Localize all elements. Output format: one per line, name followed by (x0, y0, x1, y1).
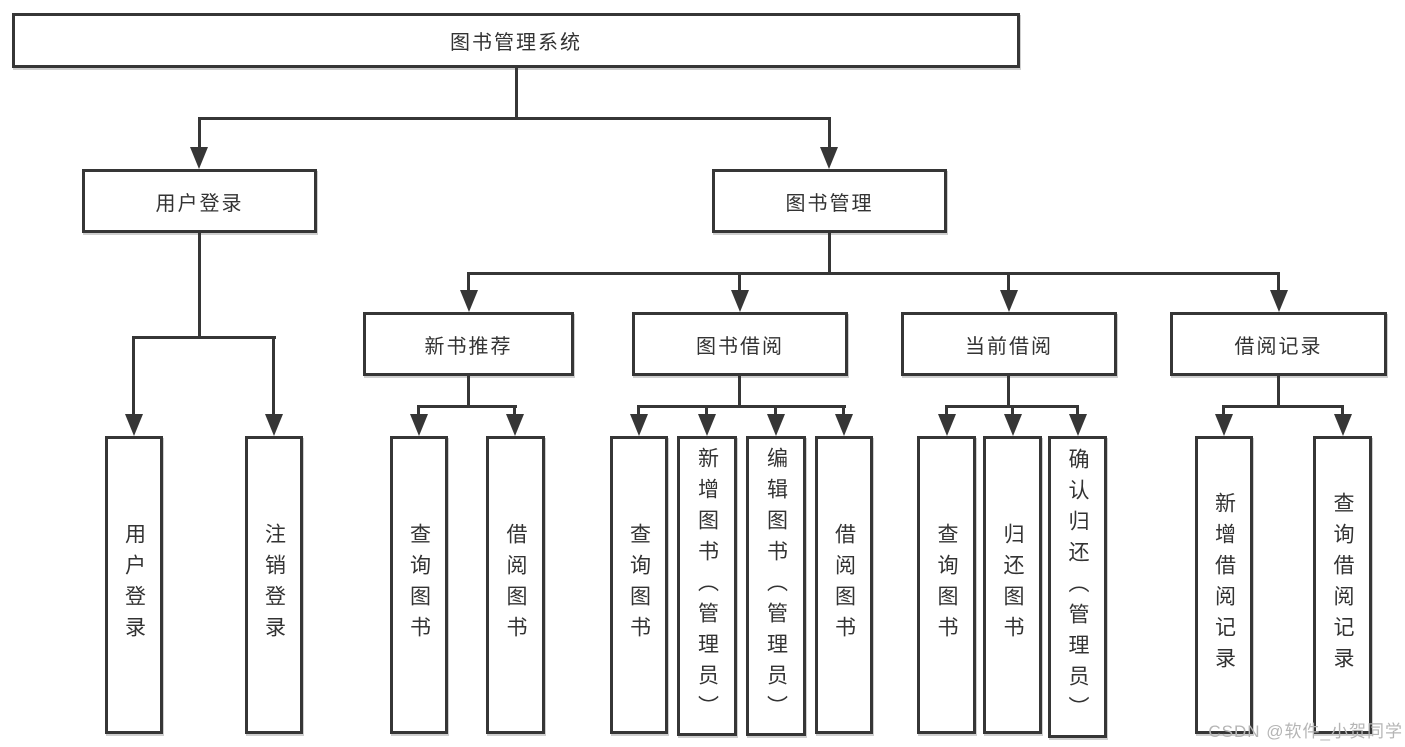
connector-line (705, 405, 708, 417)
connector-line (467, 376, 470, 408)
node-leaf-rec-borrow-book: 借阅图书 (486, 436, 545, 734)
connector-line (272, 336, 275, 416)
arrow-down-icon (698, 414, 716, 436)
node-leaf-bb-edit-book: 编辑图书（管理员） (746, 436, 806, 736)
connector-line (198, 117, 831, 120)
connector-line (1222, 405, 1344, 408)
node-user-login: 用户登录 (82, 169, 317, 233)
arrow-down-icon (410, 414, 428, 436)
node-leaf-br-query-record: 查询借阅记录 (1313, 436, 1372, 734)
node-book-borrow: 图书借阅 (632, 312, 848, 376)
arrow-down-icon (1334, 414, 1352, 436)
connector-line (132, 336, 135, 416)
connector-line (132, 336, 276, 339)
arrow-down-icon (506, 414, 524, 436)
connector-line (1341, 405, 1344, 417)
node-borrow-record: 借阅记录 (1170, 312, 1387, 376)
connector-line (417, 405, 420, 417)
node-leaf-bb-borrow-book: 借阅图书 (815, 436, 873, 734)
node-leaf-bb-query-book: 查询图书 (610, 436, 668, 734)
arrow-down-icon (630, 414, 648, 436)
node-current-borrow: 当前借阅 (901, 312, 1117, 376)
connector-line (828, 117, 831, 149)
arrow-down-icon (125, 414, 143, 436)
arrow-down-icon (835, 414, 853, 436)
arrow-down-icon (731, 290, 749, 312)
connector-line (1076, 405, 1079, 417)
connector-line (1277, 376, 1280, 408)
connector-line (1007, 272, 1010, 292)
connector-line (198, 233, 201, 339)
node-leaf-bb-add-book: 新增图书（管理员） (677, 436, 737, 736)
connector-line (774, 405, 777, 417)
arrow-down-icon (1215, 414, 1233, 436)
node-book-management: 图书管理 (712, 169, 947, 233)
connector-line (1007, 376, 1010, 408)
connector-line (637, 405, 640, 417)
node-leaf-cb-confirm-return: 确认归还（管理员） (1048, 436, 1107, 738)
connector-line (738, 272, 741, 292)
arrow-down-icon (460, 290, 478, 312)
node-leaf-user-login: 用户登录 (105, 436, 163, 734)
watermark: CSDN @软件_小贺同学 (1208, 722, 1403, 741)
node-root: 图书管理系统 (12, 13, 1020, 68)
connector-line (1011, 405, 1014, 417)
arrow-down-icon (767, 414, 785, 436)
arrow-down-icon (1270, 290, 1288, 312)
arrow-down-icon (1004, 414, 1022, 436)
connector-line (1222, 405, 1225, 417)
arrow-down-icon (938, 414, 956, 436)
connector-line (828, 233, 831, 275)
connector-line (198, 117, 201, 149)
node-leaf-br-add-record: 新增借阅记录 (1195, 436, 1253, 734)
connector-line (842, 405, 845, 417)
arrow-down-icon (190, 147, 208, 169)
node-leaf-rec-query-book: 查询图书 (390, 436, 448, 734)
connector-line (945, 405, 948, 417)
node-leaf-cb-query-book: 查询图书 (917, 436, 976, 734)
connector-line (738, 376, 741, 408)
connector-line (467, 272, 1280, 275)
connector-line (515, 68, 518, 118)
node-leaf-logout: 注销登录 (245, 436, 303, 734)
arrow-down-icon (820, 147, 838, 169)
arrow-down-icon (265, 414, 283, 436)
connector-line (417, 405, 517, 408)
node-new-book-recommend: 新书推荐 (363, 312, 574, 376)
connector-line (513, 405, 516, 417)
connector-line (467, 272, 470, 292)
connector-line (637, 405, 846, 408)
arrow-down-icon (1000, 290, 1018, 312)
arrow-down-icon (1069, 414, 1087, 436)
node-leaf-cb-return-book: 归还图书 (983, 436, 1042, 734)
connector-line (1277, 272, 1280, 292)
